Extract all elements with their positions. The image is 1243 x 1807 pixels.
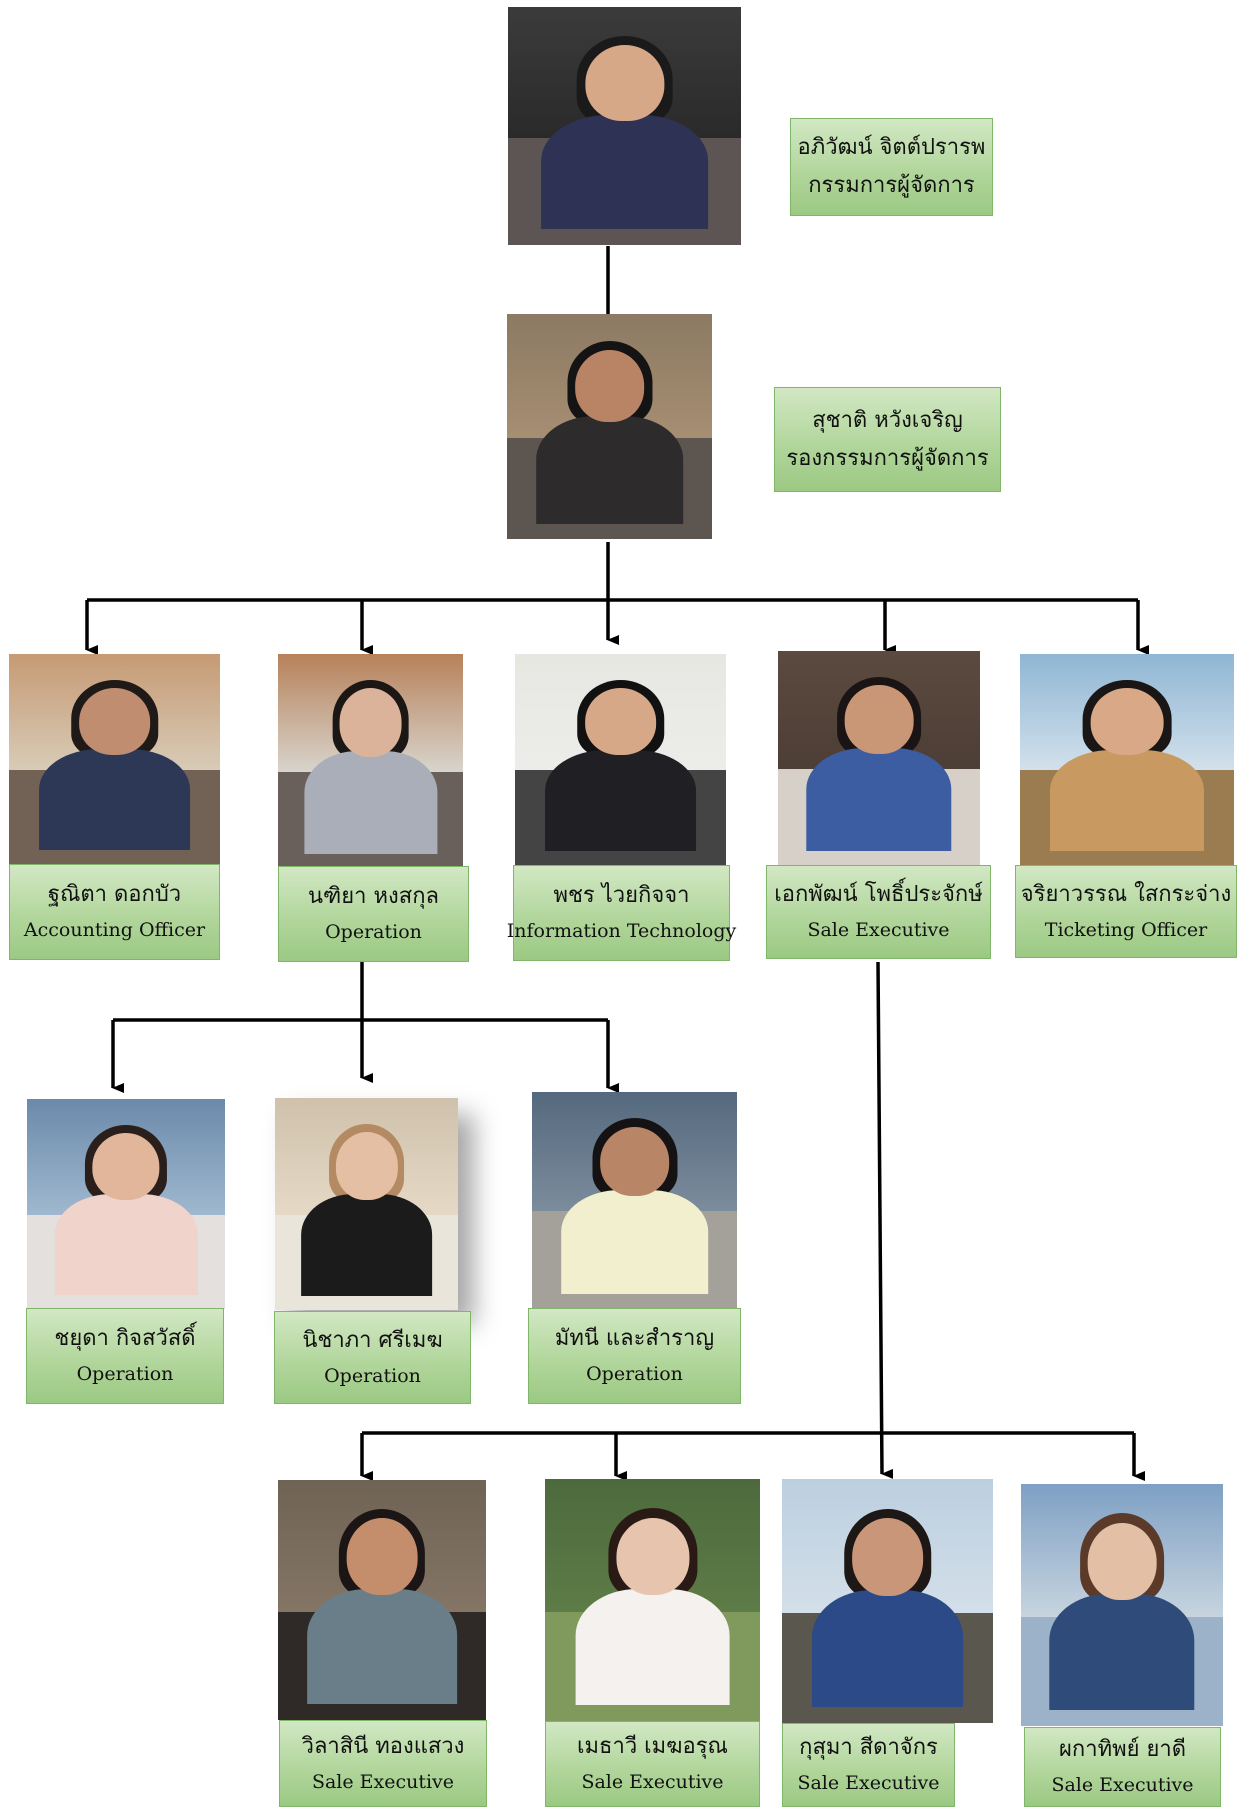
person-name: กุสุมา สีดาจักร <box>799 1735 938 1760</box>
person-role: Operation <box>324 1364 421 1387</box>
person-role: Sale Executive <box>797 1772 940 1794</box>
person-role: Operation <box>76 1363 174 1385</box>
person-name: อภิวัฒน์ จิตต์ปรารพ <box>797 135 986 160</box>
label-ticketing-officer: จริยาวรรณ ใสกระจ่าง Ticketing Officer <box>1015 865 1237 958</box>
face <box>615 1517 690 1596</box>
person-name: ฐณิตา ดอกบัว <box>47 882 182 907</box>
person-role: Sale Executive <box>807 919 950 941</box>
torso <box>1049 749 1205 852</box>
photo-sale-staff-3 <box>782 1479 993 1723</box>
face <box>92 1132 160 1200</box>
torso <box>54 1194 198 1296</box>
person-role: รองกรรมการผู้จัดการ <box>786 445 989 471</box>
label-operation-staff-2: นิชาภา ศรีเมฆ Operation <box>274 1311 471 1404</box>
face <box>851 1518 924 1597</box>
face <box>335 1131 398 1200</box>
person-name: จริยาวรรณ ใสกระจ่าง <box>1020 881 1232 907</box>
face <box>574 350 645 422</box>
torso <box>535 416 684 525</box>
person-role: Ticketing Officer <box>1044 918 1208 941</box>
photo-sale-staff-4 <box>1021 1484 1223 1726</box>
photo-operation-staff-3 <box>532 1092 737 1308</box>
photo-operation-staff-2 <box>275 1098 458 1310</box>
person-role: Sale Executive <box>1051 1774 1194 1796</box>
face <box>584 687 657 756</box>
person-role: Operation <box>325 921 422 943</box>
photo-managing-director <box>508 7 741 245</box>
photo-ticketing-officer <box>1020 654 1234 865</box>
label-operation-head: นฑิยา หงสกุล Operation <box>278 866 469 962</box>
label-accounting-officer: ฐณิตา ดอกบัว Accounting Officer <box>9 864 220 960</box>
face <box>346 1518 418 1596</box>
person-name: นฑิยา หงสกุล <box>307 884 439 909</box>
label-sale-staff-3: กุสุมา สีดาจักร Sale Executive <box>782 1723 955 1807</box>
torso <box>575 1588 730 1706</box>
person-name: สุชาติ หวังเจริญ <box>812 407 963 433</box>
label-information-technology: พชร ไวยกิจจา Information Technology <box>507 865 736 961</box>
torso <box>560 1190 709 1294</box>
person-name: ชยุดา กิจสวัสดิ์ <box>54 1326 196 1351</box>
face <box>844 685 914 754</box>
label-sale-staff-2: เมธาวี เมฆอรุณ Sale Executive <box>545 1721 760 1807</box>
torso <box>38 749 191 851</box>
torso <box>806 748 952 851</box>
person-role: Accounting Officer <box>23 919 206 941</box>
label-sale-staff-4: ผกาทิพย์ ยาดี Sale Executive <box>1024 1727 1221 1807</box>
label-deputy-managing-director: สุชาติ หวังเจริญ รองกรรมการผู้จัดการ <box>774 387 1001 492</box>
label-operation-staff-3: มัทนี และสำราญ Operation <box>528 1308 741 1404</box>
torso <box>300 1194 433 1297</box>
person-name: นิชาภา ศรีเมฆ <box>302 1327 443 1353</box>
person-name: เมธาวี เมฆอรุณ <box>577 1734 728 1759</box>
torso <box>303 751 438 854</box>
photo-operation-staff-1 <box>27 1099 225 1309</box>
person-name: วิลาสินี ทองแสวง <box>301 1733 465 1759</box>
face <box>1087 1522 1157 1601</box>
person-role: Operation <box>586 1363 683 1385</box>
torso <box>544 749 697 852</box>
torso <box>307 1589 457 1705</box>
face <box>599 1126 670 1196</box>
torso <box>811 1589 964 1707</box>
photo-sale-executive-head <box>778 651 980 865</box>
label-sale-executive-head: เอกพัฒน์ โพธิ์ประจักษ์ Sale Executive <box>766 865 991 959</box>
face <box>584 45 665 122</box>
photo-operation-head <box>278 654 463 868</box>
face <box>339 688 402 757</box>
face <box>1090 687 1164 756</box>
person-name: พชร ไวยกิจจา <box>553 883 690 908</box>
torso <box>540 115 709 230</box>
connector-sale-trunk <box>876 961 894 1479</box>
photo-information-technology <box>515 654 726 865</box>
photo-accounting-officer <box>9 654 220 864</box>
photo-sale-staff-2 <box>545 1479 760 1721</box>
face <box>78 687 151 755</box>
person-role: กรรมการผู้จัดการ <box>808 173 975 198</box>
label-managing-director: อภิวัฒน์ จิตต์ปรารพ กรรมการผู้จัดการ <box>790 118 993 216</box>
photo-sale-staff-1 <box>278 1480 486 1720</box>
person-role: Sale Executive <box>581 1771 724 1793</box>
person-name: ผกาทิพย์ ยาดี <box>1059 1737 1186 1762</box>
person-role: Information Technology <box>506 920 737 942</box>
person-role: Sale Executive <box>311 1770 455 1793</box>
label-sale-staff-1: วิลาสินี ทองแสวง Sale Executive <box>279 1720 487 1807</box>
label-operation-staff-1: ชยุดา กิจสวัสดิ์ Operation <box>26 1308 224 1404</box>
photo-deputy-managing-director <box>507 314 712 539</box>
person-name: มัทนี และสำราญ <box>554 1326 715 1351</box>
torso <box>1049 1593 1195 1711</box>
person-name: เอกพัฒน์ โพธิ์ประจักษ์ <box>774 882 983 907</box>
